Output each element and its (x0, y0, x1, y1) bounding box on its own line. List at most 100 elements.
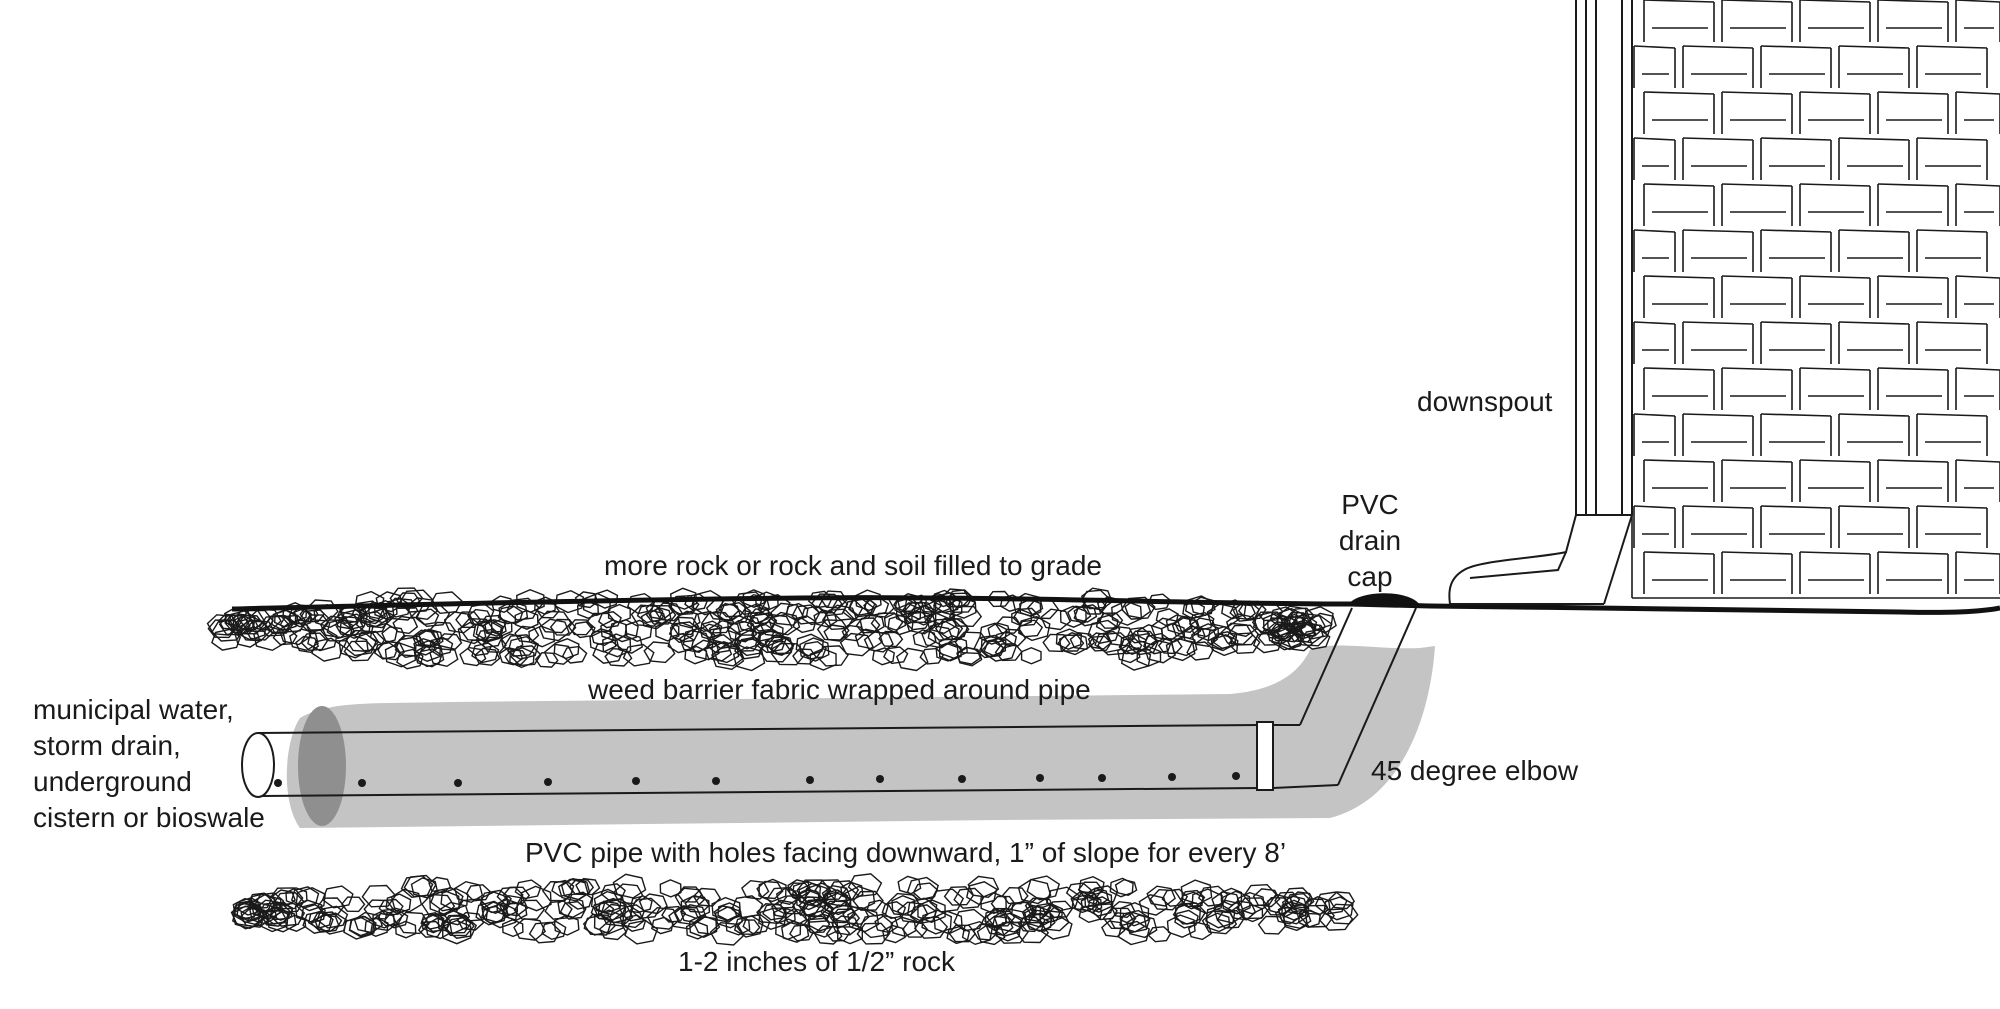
rock (541, 920, 567, 941)
rock (1097, 632, 1132, 656)
rock (1017, 878, 1052, 905)
rock (1095, 614, 1119, 633)
rock (385, 893, 412, 915)
shingle-edge (1838, 137, 1910, 141)
rock (801, 898, 834, 921)
rock (732, 591, 767, 616)
rock (1201, 910, 1238, 935)
rock (516, 588, 545, 613)
shingle-edge (1682, 321, 1754, 325)
rock (363, 601, 388, 620)
rock (364, 917, 389, 938)
rock (1166, 914, 1196, 938)
rock (816, 619, 850, 641)
rock (772, 906, 796, 926)
rock (513, 899, 546, 920)
rock (1070, 890, 1100, 912)
shingle-edge (1955, 275, 2000, 279)
downspout (1448, 0, 1633, 605)
rock (400, 875, 434, 899)
rock (1274, 906, 1300, 925)
rock (297, 609, 331, 632)
rock (1019, 598, 1042, 618)
rock (410, 877, 439, 899)
rock (699, 623, 722, 641)
rock (254, 892, 285, 914)
rock (878, 630, 904, 648)
rock (624, 919, 659, 945)
rock (813, 925, 843, 945)
shingle-edge (1721, 367, 1793, 371)
rock (976, 923, 1006, 946)
rock (731, 895, 764, 919)
rock (921, 909, 953, 935)
rock (646, 906, 680, 930)
label-outlet-line-4: cistern or bioswale (33, 802, 265, 833)
rock (1182, 601, 1206, 620)
shingle-edge (1916, 45, 1988, 49)
label-drain-cap-line-2: drain (1338, 525, 1402, 556)
rock (457, 621, 487, 645)
rock (1146, 885, 1176, 907)
rock (1001, 886, 1029, 905)
rock (1252, 611, 1284, 635)
rock (498, 894, 529, 917)
rock (467, 638, 493, 657)
label-drain-cap-line-3: cap (1347, 561, 1393, 592)
rock (938, 635, 968, 660)
shingle-edge (1721, 459, 1793, 463)
rock (836, 922, 863, 945)
rock (257, 901, 292, 925)
rock (295, 635, 320, 654)
rock (1187, 921, 1213, 941)
rock (371, 912, 398, 932)
rock (667, 632, 695, 654)
rock (206, 614, 239, 636)
rock (232, 905, 263, 930)
rock (1071, 894, 1095, 914)
rock (1117, 644, 1141, 664)
rock (799, 637, 830, 662)
rock (244, 619, 276, 641)
shingle-edge (1877, 551, 1949, 555)
rock (770, 602, 804, 626)
rock (651, 916, 674, 935)
rock (376, 908, 404, 927)
rock (341, 896, 366, 913)
shingle-edge (1916, 505, 1988, 509)
shingle-edge (1682, 137, 1754, 141)
rock (1267, 625, 1292, 645)
rock (956, 646, 983, 667)
rock (465, 884, 492, 902)
rock (475, 900, 508, 926)
rock (441, 919, 472, 945)
rock (372, 910, 396, 929)
rock (830, 908, 861, 928)
shingle-edge (1877, 183, 1949, 187)
rock (538, 618, 570, 642)
rock (1283, 911, 1308, 932)
rock (758, 878, 787, 903)
rock (871, 647, 895, 666)
shingle-edge (1633, 321, 1676, 325)
rock (272, 891, 305, 914)
rock (502, 886, 531, 905)
rock (914, 916, 949, 939)
rock (593, 900, 623, 922)
rock (1119, 909, 1151, 934)
shingle-edge (1760, 505, 1832, 509)
rock (655, 621, 680, 642)
rock (553, 638, 580, 660)
rock (1236, 891, 1266, 915)
rock (907, 897, 938, 922)
rock (456, 911, 485, 931)
rock (752, 621, 784, 647)
rock (758, 630, 783, 650)
rock (378, 898, 404, 916)
rock (514, 879, 542, 900)
rock (423, 912, 452, 933)
rock (863, 631, 894, 653)
rock (831, 915, 860, 936)
rock (236, 616, 267, 641)
